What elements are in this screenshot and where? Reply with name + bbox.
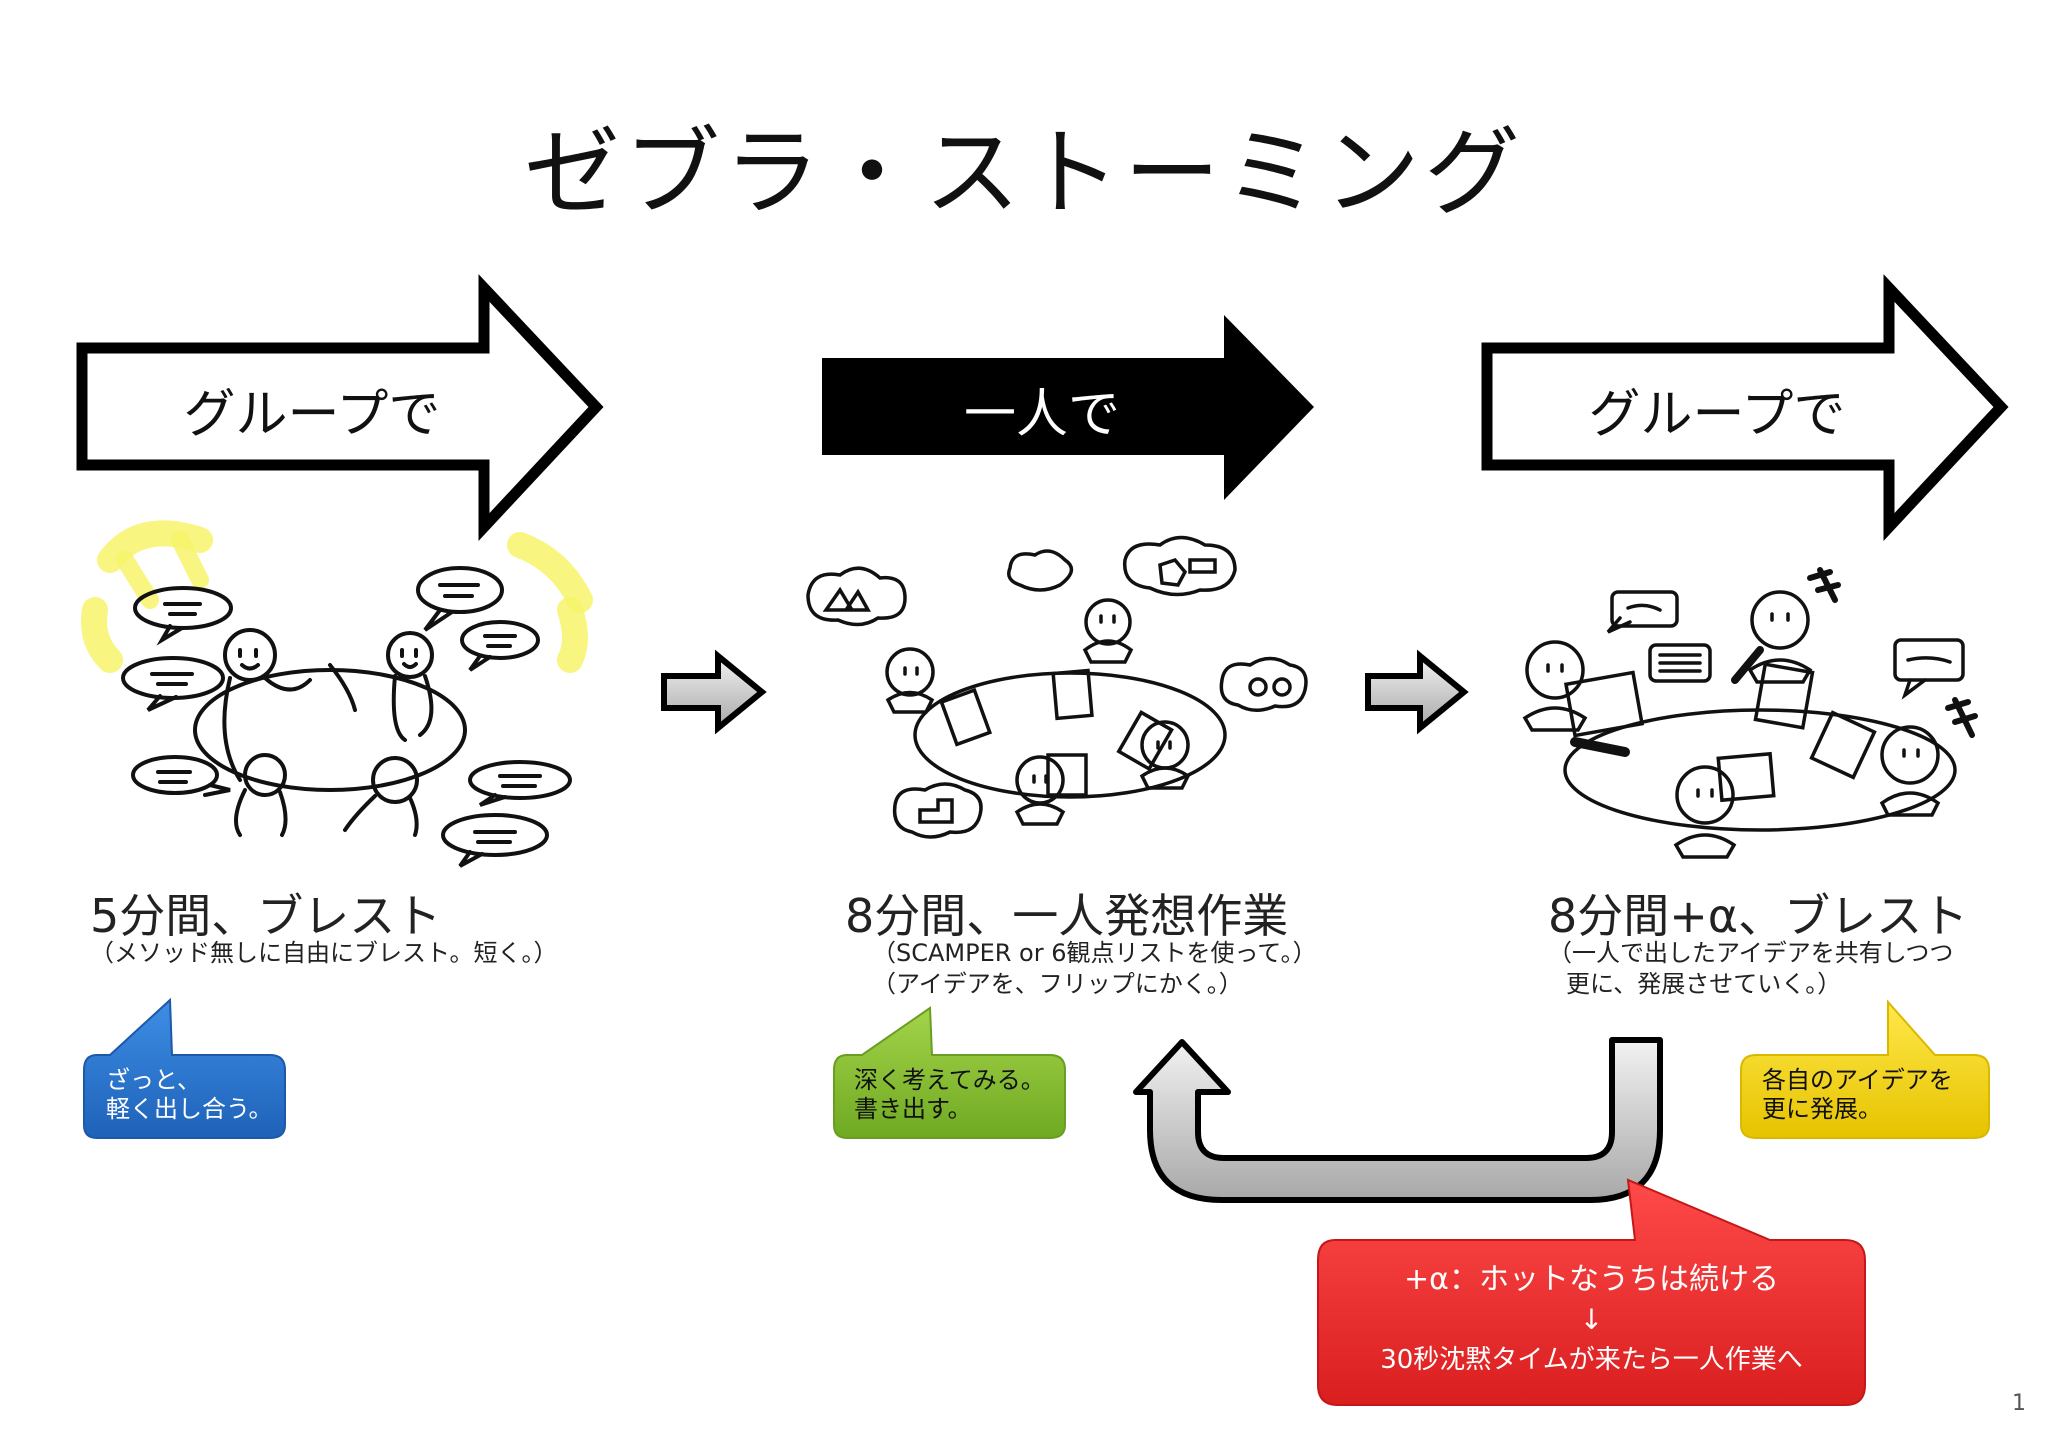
callout-1-line-2: 軽く出し合う。 xyxy=(106,1095,273,1123)
callout-2-text: 深く考えてみる。 書き出す。 xyxy=(854,1066,1045,1124)
phase-2-subtitle-line-1: （SCAMPER or 6観点リストを使って。） xyxy=(872,939,1317,967)
connector-arrow-2 xyxy=(1365,649,1469,735)
callout-bubble-2 xyxy=(833,1006,1066,1139)
loop-note-line-2: ↓ xyxy=(1579,1303,1604,1336)
page-number: 1 xyxy=(2012,1391,2026,1416)
loop-note-line-3: 30秒沈黙タイムが来たら一人作業へ xyxy=(1380,1345,1803,1375)
arrow-label-group-1: グループで xyxy=(183,385,441,445)
individual-work-illustration xyxy=(806,535,1308,839)
phase-1-subtitle: （メソッド無しに自由にブレスト。短く。） xyxy=(90,939,558,967)
callout-1-line-1: ざっと、 xyxy=(106,1066,202,1094)
loop-note-text: +α：ホットなうちは続ける ↓ 30秒沈黙タイムが来たら一人作業へ xyxy=(1318,1260,1865,1380)
phase-arrow-3 xyxy=(1481,274,2009,541)
phase-2-title: 8分間、一人発想作業 xyxy=(845,889,1289,943)
phase-1-title: 5分間、ブレスト xyxy=(90,889,442,943)
phase-arrow-2 xyxy=(822,315,1314,500)
connector-arrow-1 xyxy=(661,649,767,735)
brainstorm-illustration xyxy=(81,520,593,868)
callout-3-line-1: 各自のアイデアを xyxy=(1762,1066,1953,1094)
callout-2-line-2: 書き出す。 xyxy=(854,1095,972,1123)
phase-3-subtitle-line-2: 更に、発展させていく。） xyxy=(1566,970,1842,998)
phase-arrow-1 xyxy=(76,274,604,541)
callout-bubble-3 xyxy=(1740,999,1990,1139)
callout-3-text: 各自のアイデアを 更に発展。 xyxy=(1762,1066,1953,1124)
callout-1-text: ざっと、 軽く出し合う。 xyxy=(106,1066,273,1124)
phase-3-subtitle-line-1: （一人で出したアイデアを共有しつつ xyxy=(1548,939,1954,967)
callout-2-line-1: 深く考えてみる。 xyxy=(854,1066,1045,1094)
loop-note-bubble xyxy=(1317,1178,1866,1406)
callout-3-line-2: 更に発展。 xyxy=(1762,1095,1882,1123)
callout-bubble-1 xyxy=(83,997,286,1139)
page-title: ゼブラ・ストーミング xyxy=(524,117,1524,229)
group-share-illustration xyxy=(1522,567,1978,859)
phase-2-subtitle-line-2: （アイデアを、フリップにかく。） xyxy=(872,970,1243,998)
phase-3-title: 8分間+α、ブレスト xyxy=(1548,889,1969,943)
loop-arrow xyxy=(1133,1037,1663,1203)
arrow-label-solo: 一人で xyxy=(963,385,1120,445)
loop-note-line-1: +α：ホットなうちは続ける xyxy=(1404,1262,1779,1297)
arrow-label-group-2: グループで xyxy=(1588,385,1846,445)
